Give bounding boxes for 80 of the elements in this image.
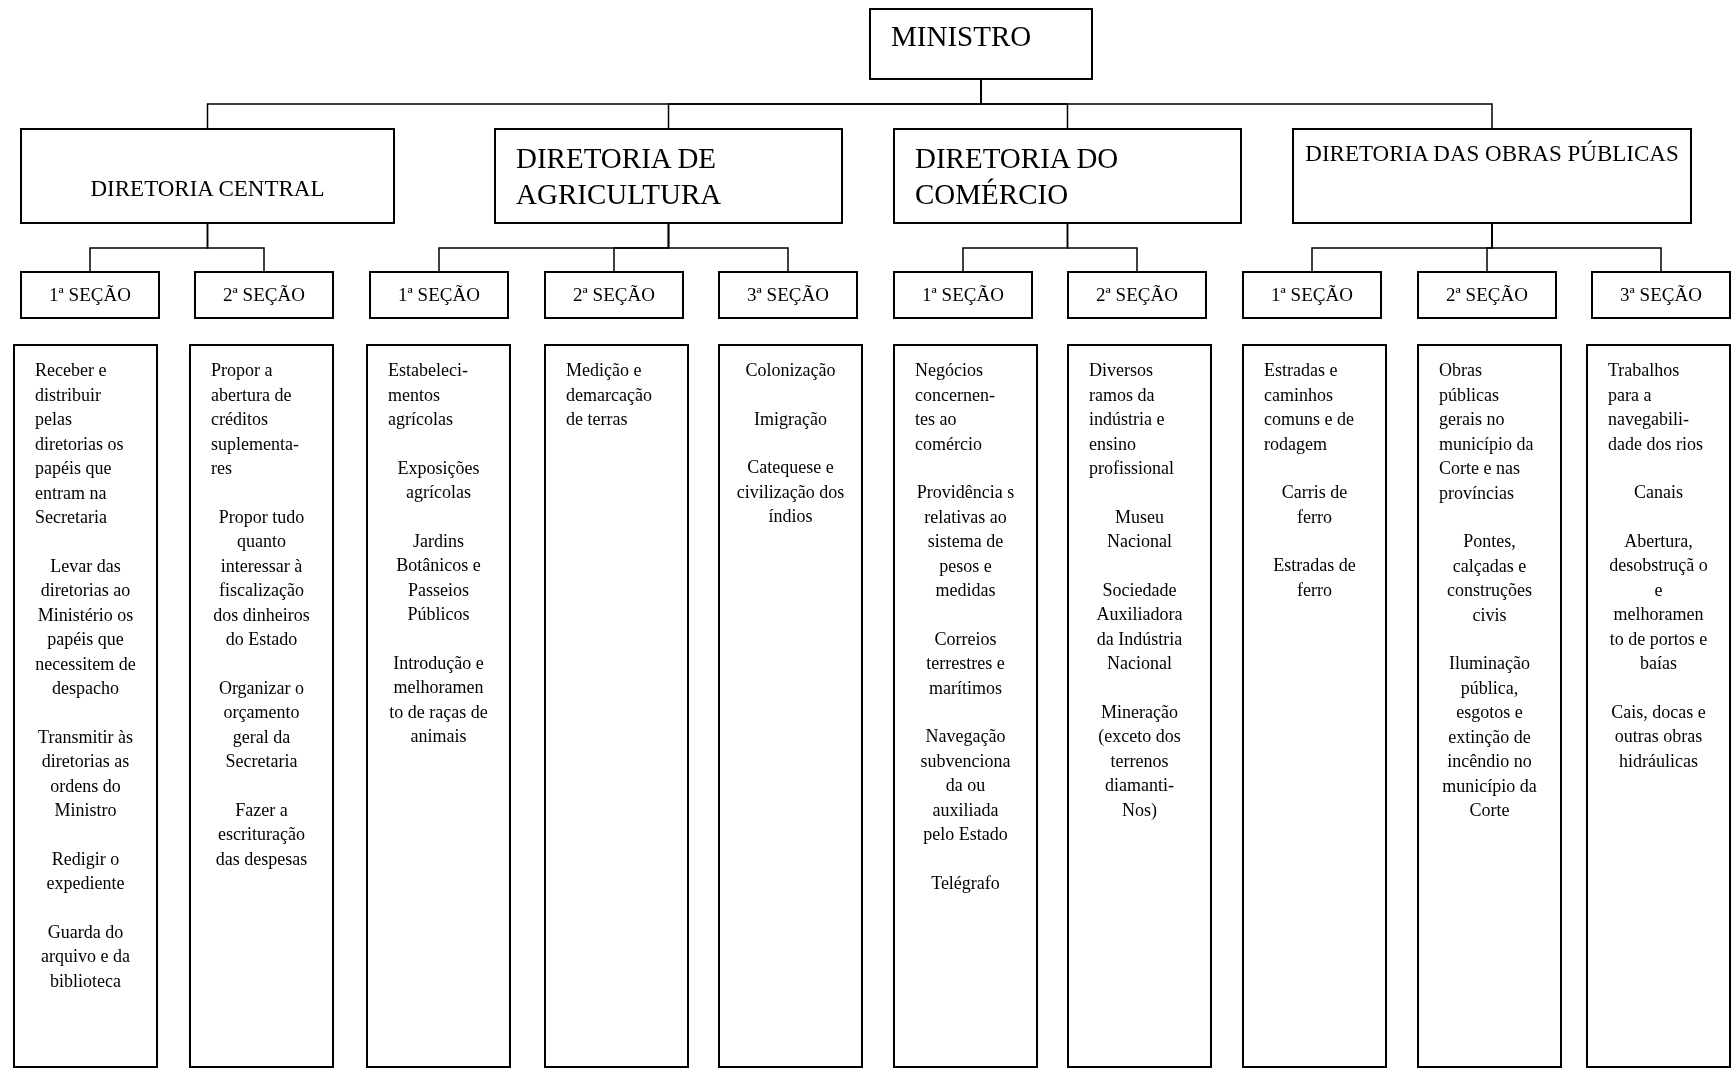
duty-text: Guarda do arquivo e da biblioteca <box>40 920 131 993</box>
directorate-box <box>1292 128 1692 224</box>
duties-column-box <box>1067 344 1212 1068</box>
box-title: 1ª SEÇÃO <box>398 282 480 307</box>
duty-text: Pontes, calçadas e construções civis <box>1446 530 1533 627</box>
duty-text: Providência s relativas ao sistema de pesos e medidas <box>915 481 1016 602</box>
section-box <box>1242 271 1382 319</box>
directorate-box <box>893 128 1242 224</box>
duty-text: Correios terrestres e marítimos <box>925 627 1006 700</box>
section-box <box>1067 271 1207 319</box>
duty-text: Estradas e caminhos comuns e de rodagem <box>1264 359 1355 456</box>
duties-column-box <box>718 344 863 1068</box>
duties-column-box <box>189 344 334 1068</box>
duties-column-box <box>366 344 511 1068</box>
minister-box <box>869 8 1093 80</box>
duty-text: Receber e distribuir pelas diretorias os papéis que entram na Secretaria <box>35 359 125 529</box>
box-title: 2ª SEÇÃO <box>1096 282 1178 307</box>
duties-column-box <box>1586 344 1731 1068</box>
box-title: DIRETORIA DO COMÉRCIO <box>915 141 1120 212</box>
duty-text: Catequese e civilização dos índios <box>735 456 846 528</box>
section-box <box>20 271 160 319</box>
section-box <box>369 271 509 319</box>
box-title: DIRETORIA DAS OBRAS PÚBLICAS <box>1305 139 1679 168</box>
section-box <box>1591 271 1731 319</box>
section-box <box>194 271 334 319</box>
directorate-box <box>20 128 395 224</box>
duty-text: Organizar o orçamento geral da Secretaria <box>217 676 306 773</box>
duty-text: Introdução e melhoramen to de raças de animais <box>388 651 489 748</box>
duty-text: Carris de ferro <box>1280 481 1349 529</box>
duties-column-box <box>1417 344 1562 1068</box>
duties-column-box <box>893 344 1038 1068</box>
connector-line <box>667 223 789 272</box>
box-title: 1ª SEÇÃO <box>922 282 1004 307</box>
duty-text: Propor tudo quanto interessar à fiscalização dos dinheiros do Estado <box>212 505 311 651</box>
box-title: 2ª SEÇÃO <box>223 282 305 307</box>
duty-text: Redigir o expediente <box>45 847 126 895</box>
duty-text: Exposições agrícolas <box>396 456 481 504</box>
connector-line <box>206 223 265 272</box>
duties-column-box <box>13 344 158 1068</box>
duty-text: Sociedade Auxiliadora da Indústria Nacional <box>1095 578 1184 675</box>
duty-text: Navegação subvenciona da ou auxiliada pelo Estado <box>919 725 1012 846</box>
duty-text: Cais, docas e outras obras hidráulicas <box>1610 700 1707 773</box>
box-title: 1ª SEÇÃO <box>49 282 131 307</box>
box-title: DIRETORIA CENTRAL <box>90 174 325 203</box>
box-title: 3ª SEÇÃO <box>747 282 829 307</box>
duty-text: Estradas de ferro <box>1272 554 1357 602</box>
duty-text: Propor a abertura de créditos suplementa- res <box>211 359 300 480</box>
box-title: 1ª SEÇÃO <box>1271 282 1353 307</box>
section-box <box>1417 271 1557 319</box>
section-box <box>544 271 684 319</box>
box-title: 2ª SEÇÃO <box>573 282 655 307</box>
duty-text: Trabalhos para a navegabili- dade dos rios <box>1608 359 1704 456</box>
box-title: DIRETORIA DE AGRICULTURA <box>516 141 723 212</box>
duty-text: Telégrafo <box>930 871 1001 895</box>
box-title: 2ª SEÇÃO <box>1446 282 1528 307</box>
directorate-box <box>494 128 843 224</box>
connector-line <box>1066 223 1138 272</box>
duty-text: Mineração (exceto dos terrenos diamanti- Nos) <box>1097 700 1182 822</box>
box-title: MINISTRO <box>891 19 1032 54</box>
duty-text: Jardins Botânicos e Passeios Públicos <box>395 529 482 626</box>
duty-text: Medição e demarcação de terras <box>566 359 653 431</box>
duty-text: Colonização <box>744 359 837 382</box>
duty-text: Iluminação pública, esgotos e extinção de incêndio no município da Corte <box>1441 652 1538 822</box>
connector-line <box>1491 223 1662 272</box>
section-box <box>893 271 1033 319</box>
duties-column-box <box>544 344 689 1068</box>
section-box <box>718 271 858 319</box>
duty-text: Levar das diretorias ao Ministério os papéis que necessitem de despacho <box>35 554 136 700</box>
duty-text: Imigração <box>753 407 828 431</box>
duty-text: Negócios concernen- tes ao comércio <box>915 359 996 456</box>
duty-text: Obras públicas gerais no município da Corte e nas províncias <box>1439 359 1535 505</box>
duty-text: Fazer a escrituração das despesas <box>214 798 309 871</box>
duty-text: Diversos ramos da indústria e ensino profissional <box>1089 359 1175 480</box>
duty-text: Abertura, desobstruçã o e melhoramen to de portos e baías <box>1608 529 1709 675</box>
duty-text: Estabeleci- mentos agrícolas <box>388 359 469 431</box>
duty-text: Canais <box>1633 481 1684 504</box>
duties-column-box <box>1242 344 1387 1068</box>
duty-text: Transmitir às diretorias as ordens do Ministro <box>37 725 134 822</box>
box-title: 3ª SEÇÃO <box>1620 282 1702 307</box>
duty-text: Museu Nacional <box>1106 505 1173 553</box>
